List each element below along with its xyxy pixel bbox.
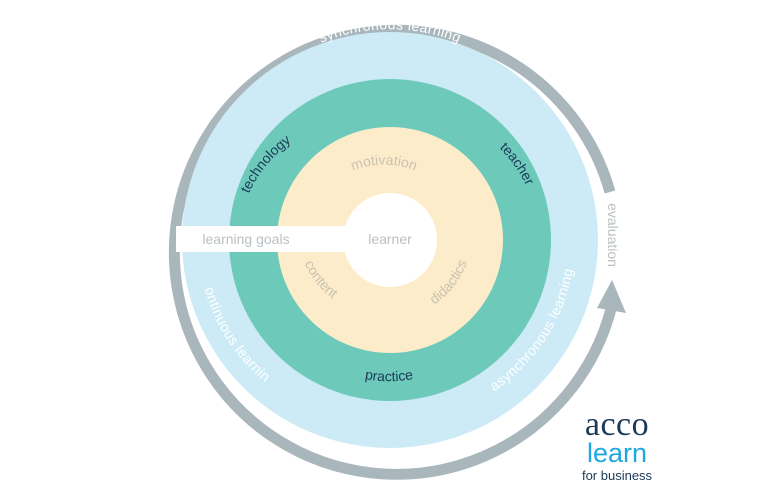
evaluation-arrowhead [597,280,626,313]
motivation-label: motivation [349,152,420,174]
logo-learn-text: learn [586,438,648,468]
practice-label: practice [364,366,414,384]
learner-label: learner [368,231,412,247]
evaluation-label: evaluation [605,203,621,267]
center-circle [343,193,437,287]
acco-learn-logo: acco learn for business [562,406,672,483]
logo-business-text: for business [581,468,653,483]
learning-goals-label: learning goals [202,231,289,247]
logo-acco-text: acco [584,406,650,443]
evaluation-arrow-arc [168,24,620,480]
